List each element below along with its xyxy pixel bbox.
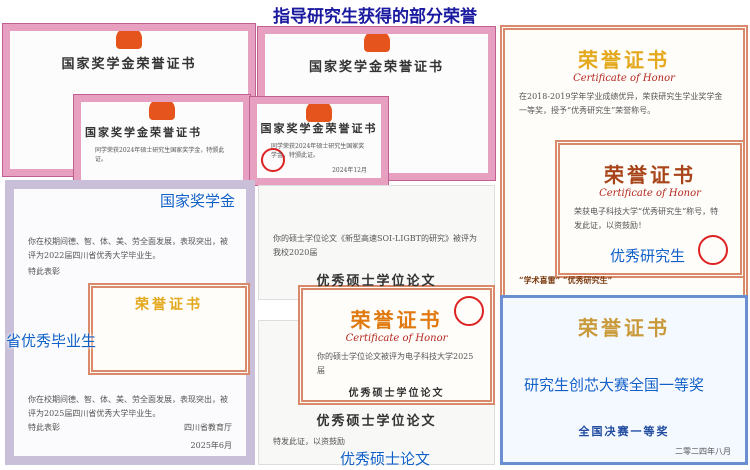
certificate-award: 全国决赛一等奖 — [578, 425, 670, 438]
certificate-title: 优秀硕士学位论文 — [316, 274, 437, 289]
certificate-stamp-text: “学术喜雷” “优秀研究生” — [519, 275, 613, 285]
certificate-text: 你在校期间德、智、体、美、劳全面发展，表现突出，被评为2022届四川省优秀大学毕… — [28, 237, 228, 260]
certificate-text: 在2018-2019学年学业成绩优异，荣获研究生学业奖学金一等奖，授予“优秀研究… — [519, 92, 723, 115]
certificate-text: 你的硕士学位论文《新型高速SOI-LIGBT的研究》被评为我校2020届 — [273, 234, 477, 257]
certificate-text: 特发此证，以资鼓励 — [273, 437, 345, 446]
national-emblem-icon — [116, 31, 142, 49]
certificate-subtitle: Certificate of Honor — [599, 188, 701, 199]
certificate-title: 国家奖学金荣誉证书 — [61, 57, 197, 72]
seal-icon — [698, 235, 728, 265]
certificate-text: 同学荣获2024年硕士研究生国家奖学金，特颁此证。 — [271, 143, 365, 159]
label-excellent-graduate-student: 优秀研究生 — [610, 247, 686, 265]
certificate-title: 荣誉证书 — [135, 297, 203, 313]
certificate-national-scholarship-4: 国家奖学金荣誉证书 同学荣获2024年硕士研究生国家奖学金，特颁此证。 2024… — [249, 96, 389, 186]
certificate-title: 优秀硕士学位论文 — [316, 414, 437, 429]
national-emblem-icon — [306, 104, 332, 122]
certificate-honor-2: 荣誉证书 Certificate of Honor 荣获电子科技大学“优秀研究生… — [555, 140, 745, 278]
national-emblem-icon — [149, 102, 175, 120]
national-emblem-icon — [363, 34, 390, 52]
certificate-title: 荣誉证书 — [578, 316, 670, 340]
certificate-issuer: 四川省教育厅 — [184, 423, 232, 432]
certificate-title: 优秀硕士学位论文 — [348, 388, 445, 399]
label-excellent-master-thesis: 优秀硕士论文 — [340, 450, 431, 468]
certificate-title: 荣誉证书 — [578, 48, 670, 72]
certificate-text: 同学荣获2024年硕士研究生国家奖学金，特颁此证。 — [95, 147, 225, 163]
label-national-scholarship: 国家奖学金 — [160, 192, 236, 210]
certificate-title: 荣誉证书 — [604, 163, 696, 187]
certificate-date: 二零二四年八月 — [675, 447, 731, 456]
certificate-text: 你的硕士学位论文被评为电子科技大学2025届 — [317, 352, 474, 375]
certificate-title: 国家奖学金荣誉证书 — [260, 122, 378, 135]
certificate-text: 你在校期间德、智、体、美、劳全面发展，表现突出，被评为2025届四川省优秀大学毕… — [28, 395, 228, 418]
label-provincial-excellent-graduate: 省优秀毕业生 — [6, 332, 97, 350]
page-title: 指导研究生获得的部分荣誉 — [273, 7, 477, 27]
seal-icon — [454, 296, 484, 326]
certificate-praise: 特此表彰 — [28, 423, 60, 432]
certificate-date: 2025年6月 — [190, 441, 232, 450]
certificate-subtitle: Certificate of Honor — [345, 333, 448, 344]
label-chip-contest-first-prize: 研究生创芯大赛全国一等奖 — [524, 376, 705, 394]
certificate-date: 2024年12月 — [332, 167, 367, 174]
certificate-thesis-honor: 荣誉证书 Certificate of Honor 你的硕士学位论文被评为电子科… — [298, 285, 495, 405]
certificate-text: 荣获电子科技大学“优秀研究生”称号，特发此证，以资鼓励！ — [574, 207, 719, 230]
seal-icon — [261, 148, 285, 172]
certificate-title: 荣誉证书 — [350, 308, 443, 332]
certificate-title: 国家奖学金荣誉证书 — [85, 126, 202, 139]
certificate-chip-contest: 荣誉证书 全国决赛一等奖 二零二四年八月 — [500, 295, 748, 465]
certificate-subtitle: Certificate of Honor — [573, 73, 675, 84]
certificate-praise: 特此表彰 — [28, 267, 60, 276]
certificate-provincial-small: 荣誉证书 — [88, 283, 250, 375]
certificate-thesis-1: 你的硕士学位论文《新型高速SOI-LIGBT的研究》被评为我校2020届 优秀硕… — [258, 185, 495, 300]
certificate-title: 国家奖学金荣誉证书 — [308, 60, 444, 75]
